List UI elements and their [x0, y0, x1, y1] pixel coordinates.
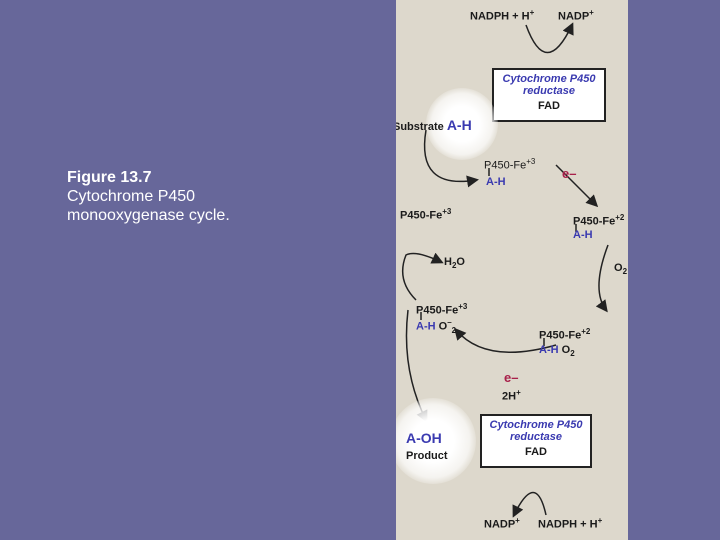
top-reductase-fad: FAD	[538, 100, 560, 112]
o2-binding-arrow	[595, 244, 609, 313]
ah-o2-superoxide: A-H O–2	[416, 318, 457, 335]
electron-arrow-1	[555, 164, 599, 208]
substrate-glow	[426, 88, 498, 160]
product-glow	[396, 398, 476, 484]
top-nadp: NADP+	[558, 8, 594, 23]
product-aoh: A-OH	[406, 430, 442, 446]
top-reductase-box: Cytochrome P450 reductase FAD	[492, 68, 606, 122]
p450-fe3-free: P450-Fe+3	[400, 207, 452, 222]
electron-arrow-2	[454, 327, 557, 354]
bottom-nadp: NADP+	[484, 516, 520, 531]
p450-fe2-ah-o2: P450-Fe+2	[539, 327, 591, 342]
p450-cycle-diagram: NADPH + H+ NADP+ Cytochrome P450 reducta…	[396, 0, 628, 540]
electron-2: e–	[504, 370, 519, 385]
top-cofactor-arc	[525, 22, 574, 54]
p450-fe2-ah: P450-Fe+2	[573, 213, 625, 228]
substrate-arrow	[423, 129, 479, 188]
bottom-cofactor-arc	[512, 492, 547, 518]
electron-1: e–	[562, 166, 577, 181]
water-label: H2O	[444, 256, 465, 271]
product-label: Product	[406, 450, 448, 462]
substrate-label: Substrate A-H	[396, 117, 472, 133]
figure-title: Figure 13.7	[67, 169, 152, 186]
ah-o2: A-H O2	[539, 344, 575, 359]
bottom-nadph: NADPH + H+	[538, 516, 603, 531]
o2-in-label: O2	[614, 262, 628, 277]
bottom-reductase-fad: FAD	[525, 446, 547, 458]
water-release-arrow	[401, 252, 444, 301]
bottom-reductase-name: Cytochrome P450 reductase	[489, 419, 583, 443]
figure-caption: Figure 13.7 Cytochrome P450 monooxygenas…	[67, 168, 230, 225]
ah-fe2: A-H	[573, 229, 593, 241]
ah-top: A-H	[486, 176, 506, 188]
cycle-arrows	[401, 22, 609, 518]
two-protons: 2H+	[502, 388, 521, 403]
figure-description: Cytochrome P450 monooxygenase cycle.	[67, 188, 230, 224]
p450-fe3-ah-o2: P450-Fe+3	[416, 302, 468, 317]
bottom-reductase-box: Cytochrome P450 reductase FAD	[480, 414, 592, 468]
top-nadph: NADPH + H+	[470, 8, 535, 23]
p450-fe3-ah-top: P450-Fe+3	[484, 157, 536, 172]
top-reductase-name: Cytochrome P450 reductase	[502, 73, 596, 97]
